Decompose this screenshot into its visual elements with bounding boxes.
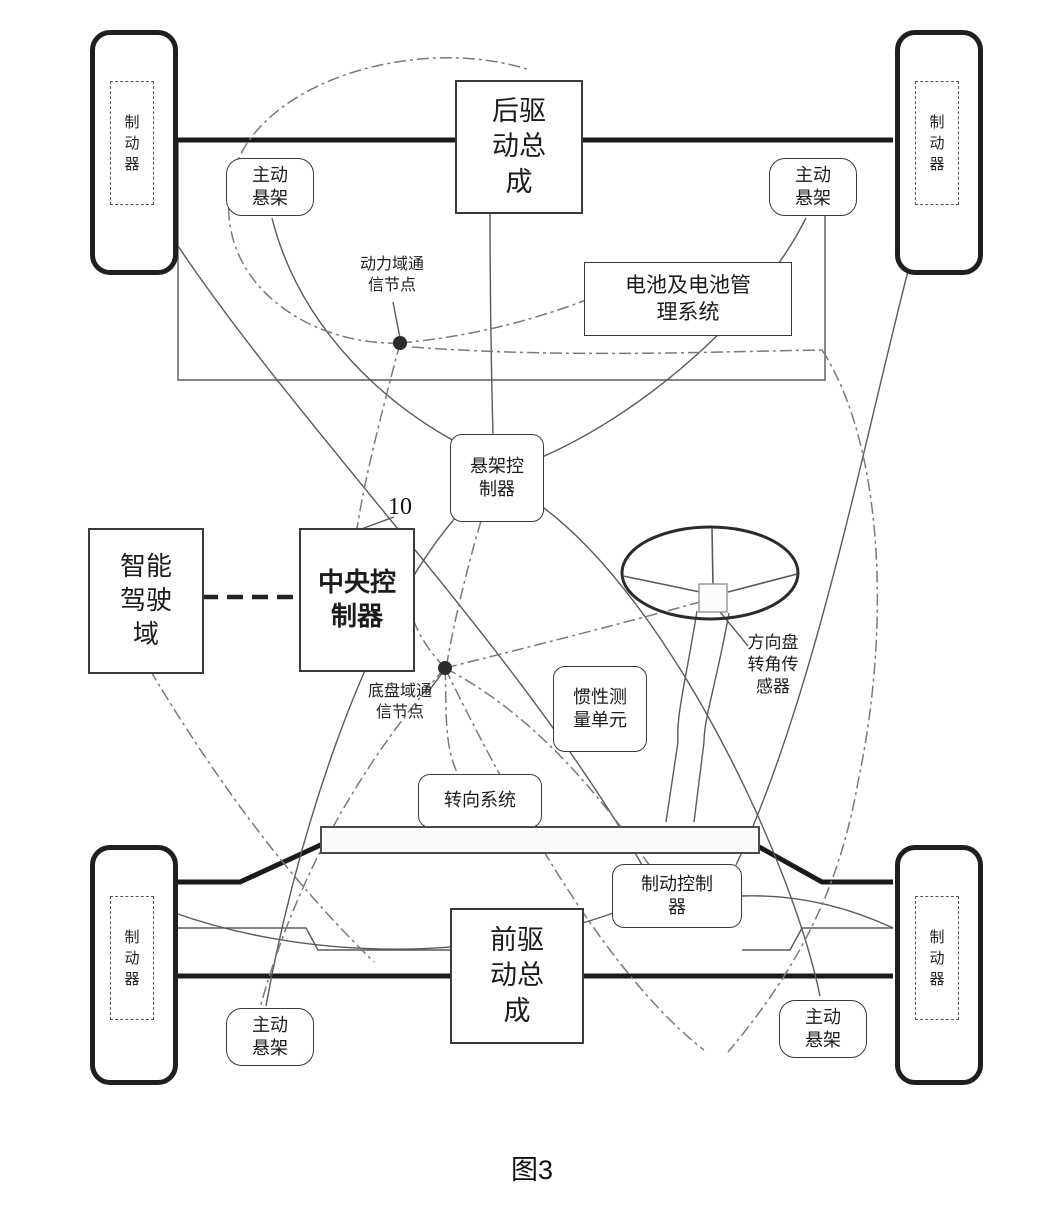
steering-system-box: 转向系统 (418, 774, 542, 828)
power-domain-comm-node-label: 动力域通信节点 (359, 256, 424, 294)
active-suspension-rear-left: 主动悬架 (226, 158, 314, 216)
brake-box-front-left: 制动器 (110, 896, 154, 1020)
brake-label: 制动器 (124, 928, 140, 988)
battery-management-box: 电池及电池管理系统 (584, 262, 792, 336)
intelligent-driving-domain-box: 智能驾驶域 (88, 528, 204, 674)
brake-box-rear-left: 制动器 (110, 81, 154, 205)
rear-drive-assembly-box: 后驱动总成 (455, 80, 583, 214)
wheel-rear-right: 制动器 (895, 30, 983, 275)
brake-box-rear-right: 制动器 (915, 81, 959, 205)
steering-wheel-icon (620, 525, 800, 621)
front-drive-assembly-box: 前驱动总成 (450, 908, 584, 1044)
imu-label: 惯性测量单元 (573, 686, 627, 730)
central-controller-label: 中央控制器 (317, 567, 396, 631)
battery-management-label: 电池及电池管理系统 (625, 273, 751, 324)
steering-angle-sensor-label: 方向盘转角传感器 (747, 633, 799, 697)
active-suspension-label: 主动悬架 (252, 1014, 288, 1058)
imu-box: 惯性测量单元 (553, 666, 647, 752)
brake-box-front-right: 制动器 (915, 896, 959, 1020)
wheel-rear-left: 制动器 (90, 30, 178, 275)
intelligent-driving-domain-label: 智能驾驶域 (119, 551, 172, 649)
brake-label: 制动器 (929, 928, 945, 988)
steering-rack (320, 826, 760, 854)
suspension-controller-label: 悬架控制器 (470, 455, 524, 499)
power-domain-node-dot (393, 336, 407, 350)
brake-label: 制动器 (929, 113, 945, 173)
suspension-controller-box: 悬架控制器 (450, 434, 544, 522)
chassis-domain-comm-node-label: 底盘域通信节点 (367, 683, 432, 721)
comm-bus-lines (149, 57, 879, 1053)
figure-caption: 图3 (510, 1155, 554, 1185)
steering-system-label: 转向系统 (444, 790, 516, 811)
signal-lines (170, 142, 917, 1007)
reference-numeral-10: 10 (388, 494, 412, 520)
active-suspension-front-right: 主动悬架 (779, 1000, 867, 1058)
active-suspension-label: 主动悬架 (795, 164, 831, 208)
active-suspension-label: 主动悬架 (805, 1006, 841, 1050)
active-suspension-label: 主动悬架 (252, 164, 288, 208)
brake-controller-box: 制动控制器 (612, 864, 742, 928)
chassis-domain-node-dot (438, 661, 452, 675)
active-suspension-front-left: 主动悬架 (226, 1008, 314, 1066)
brake-controller-label: 制动控制器 (641, 873, 713, 917)
active-suspension-rear-right: 主动悬架 (769, 158, 857, 216)
wheel-front-left: 制动器 (90, 845, 178, 1085)
brake-label: 制动器 (124, 113, 140, 173)
front-drive-assembly-label: 前驱动总成 (490, 925, 544, 1026)
central-controller-box: 中央控制器 (299, 528, 415, 672)
rear-drive-assembly-label: 后驱动总成 (492, 96, 546, 197)
wheel-front-right: 制动器 (895, 845, 983, 1085)
